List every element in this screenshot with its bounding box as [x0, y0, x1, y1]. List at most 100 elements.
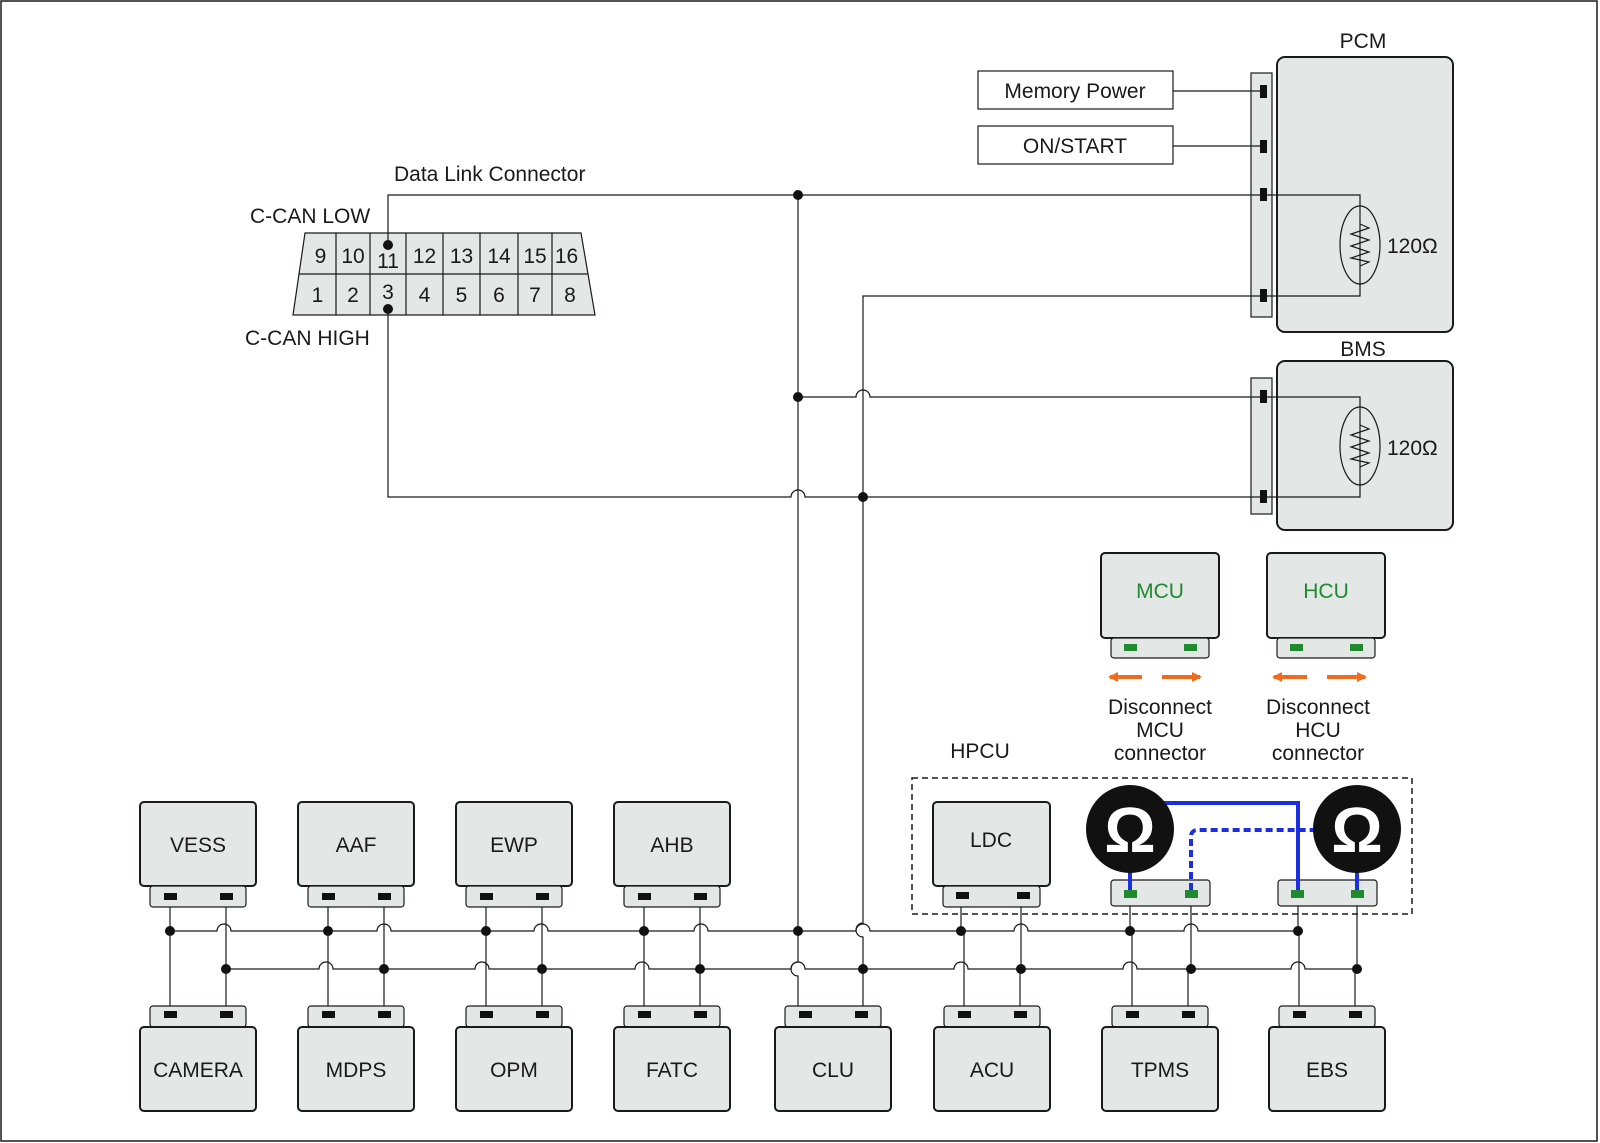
ebs-box	[1268, 1026, 1386, 1112]
ldc-module: LDC	[932, 801, 1051, 908]
bms-module: BMS 120Ω	[1250, 338, 1454, 531]
dlc-pin-3: 3	[382, 281, 394, 304]
mcu-pin-2	[1184, 644, 1197, 651]
acu-box	[933, 1026, 1051, 1112]
vess-label: VESS	[170, 834, 226, 857]
ahb-pin-low	[638, 893, 651, 900]
pcm-resistor-oval	[1339, 205, 1381, 285]
meter-lead-dashed	[1189, 828, 1318, 890]
ldc-label: LDC	[970, 829, 1012, 852]
hcu-harness-connector	[1277, 879, 1378, 907]
aaf-pin-low	[322, 893, 335, 900]
pcm-internal-wire	[1267, 194, 1361, 297]
junction-low-top	[793, 190, 803, 200]
vess-module: VESS	[139, 801, 257, 908]
aaf-connector	[307, 885, 405, 908]
ebs-pin-low	[1293, 1011, 1306, 1018]
camera-pin-low	[164, 1011, 177, 1018]
dlc-pin-7: 7	[529, 284, 541, 307]
hpcu-dashed-frame	[911, 777, 1413, 915]
dlc-pin-13: 13	[450, 245, 473, 268]
dlc-pin-11: 11	[377, 250, 399, 273]
bus-junction	[1125, 926, 1135, 936]
dlc-pin-1: 1	[312, 284, 324, 307]
can-low-vertical	[790, 195, 799, 1013]
hcu-connector	[1276, 637, 1376, 659]
can-low-bus	[168, 923, 1298, 932]
dlc-pin-2: 2	[347, 284, 359, 307]
tpms-label: TPMS	[1131, 1059, 1189, 1082]
ahb-module: AHB	[613, 801, 731, 908]
disconnect-mcu-line2: MCU	[1136, 719, 1184, 742]
hcu-harness-pin-1	[1291, 890, 1304, 898]
disconnect-hcu-line2: HCU	[1295, 719, 1341, 742]
clu-module: CLU	[774, 1005, 892, 1112]
dlc-pin-15: 15	[523, 245, 546, 268]
disconnect-hcu-line3: connector	[1272, 742, 1364, 765]
fatc-pin-high	[694, 1011, 707, 1018]
bus-junction	[793, 926, 803, 936]
ebs-module: EBS	[1268, 1005, 1386, 1112]
bms-resistor-value: 120Ω	[1387, 437, 1438, 460]
bus-junction	[1016, 964, 1026, 974]
disconnect-mcu-line1: Disconnect	[1108, 696, 1212, 719]
opm-pin-high	[536, 1011, 549, 1018]
camera-pin-high	[220, 1011, 233, 1018]
bms-pin-can-low	[1260, 390, 1267, 403]
ewp-pin-low	[480, 893, 493, 900]
ohmmeter-right-icon: Ω	[1313, 785, 1401, 873]
pcm-label: PCM	[1340, 30, 1387, 53]
clu-pin-high	[855, 1011, 868, 1018]
bms-low-branch	[798, 389, 1260, 398]
acu-label: ACU	[970, 1059, 1014, 1082]
c-can-low-label: C-CAN LOW	[250, 205, 370, 228]
can-high-bus	[224, 961, 1357, 970]
disconnect-hcu-line1: Disconnect	[1266, 696, 1370, 719]
mcu-connector	[1110, 637, 1210, 659]
ldc-pin-2	[1017, 892, 1030, 899]
ohmmeter-left-icon: Ω	[1086, 785, 1174, 873]
clu-pin-low	[799, 1011, 812, 1018]
mdps-box	[297, 1026, 415, 1112]
dlc-pin-5: 5	[456, 284, 468, 307]
vess-connector	[149, 885, 247, 908]
ewp-label: EWP	[490, 834, 538, 857]
ewp-connector	[465, 885, 563, 908]
opm-label: OPM	[490, 1059, 538, 1082]
mdps-module: MDPS	[297, 1005, 415, 1112]
pcm-resistor-icon	[1348, 223, 1371, 267]
dlc-label: Data Link Connector	[394, 163, 585, 186]
bms-pin-can-high	[1260, 490, 1267, 503]
dlc-pin-4: 4	[419, 284, 431, 307]
ohm-symbol-right: Ω	[1331, 794, 1382, 866]
fatc-label: FATC	[646, 1059, 698, 1082]
ohm-symbol-left: Ω	[1104, 794, 1155, 866]
dlc-pin-9: 9	[315, 245, 327, 268]
bus-junction	[956, 926, 966, 936]
bms-label: BMS	[1340, 338, 1386, 361]
memory-power-box: Memory Power	[977, 70, 1174, 110]
on-start-box: ON/START	[977, 125, 1174, 165]
pcm-module: PCM 120Ω	[1250, 30, 1454, 333]
acu-pin-high	[1014, 1011, 1027, 1018]
fatc-module: FATC	[613, 1005, 731, 1112]
bms-box	[1276, 360, 1454, 531]
pcm-pin-onstart	[1260, 140, 1267, 153]
junction-bms-low	[793, 392, 803, 402]
bus-junction	[1186, 964, 1196, 974]
ewp-module: EWP	[455, 801, 573, 908]
disconnect-mcu-line3: connector	[1114, 742, 1206, 765]
memory-power-label: Memory Power	[1004, 80, 1145, 103]
acu-module: ACU	[933, 1005, 1051, 1112]
hcu-label: HCU	[1303, 580, 1349, 603]
mdps-pin-low	[322, 1011, 335, 1018]
camera-module: CAMERA	[139, 1005, 257, 1112]
tpms-pin-high	[1182, 1011, 1195, 1018]
pcm-pin-can-high	[1260, 289, 1267, 302]
opm-pin-low	[480, 1011, 493, 1018]
clu-box	[774, 1026, 892, 1112]
